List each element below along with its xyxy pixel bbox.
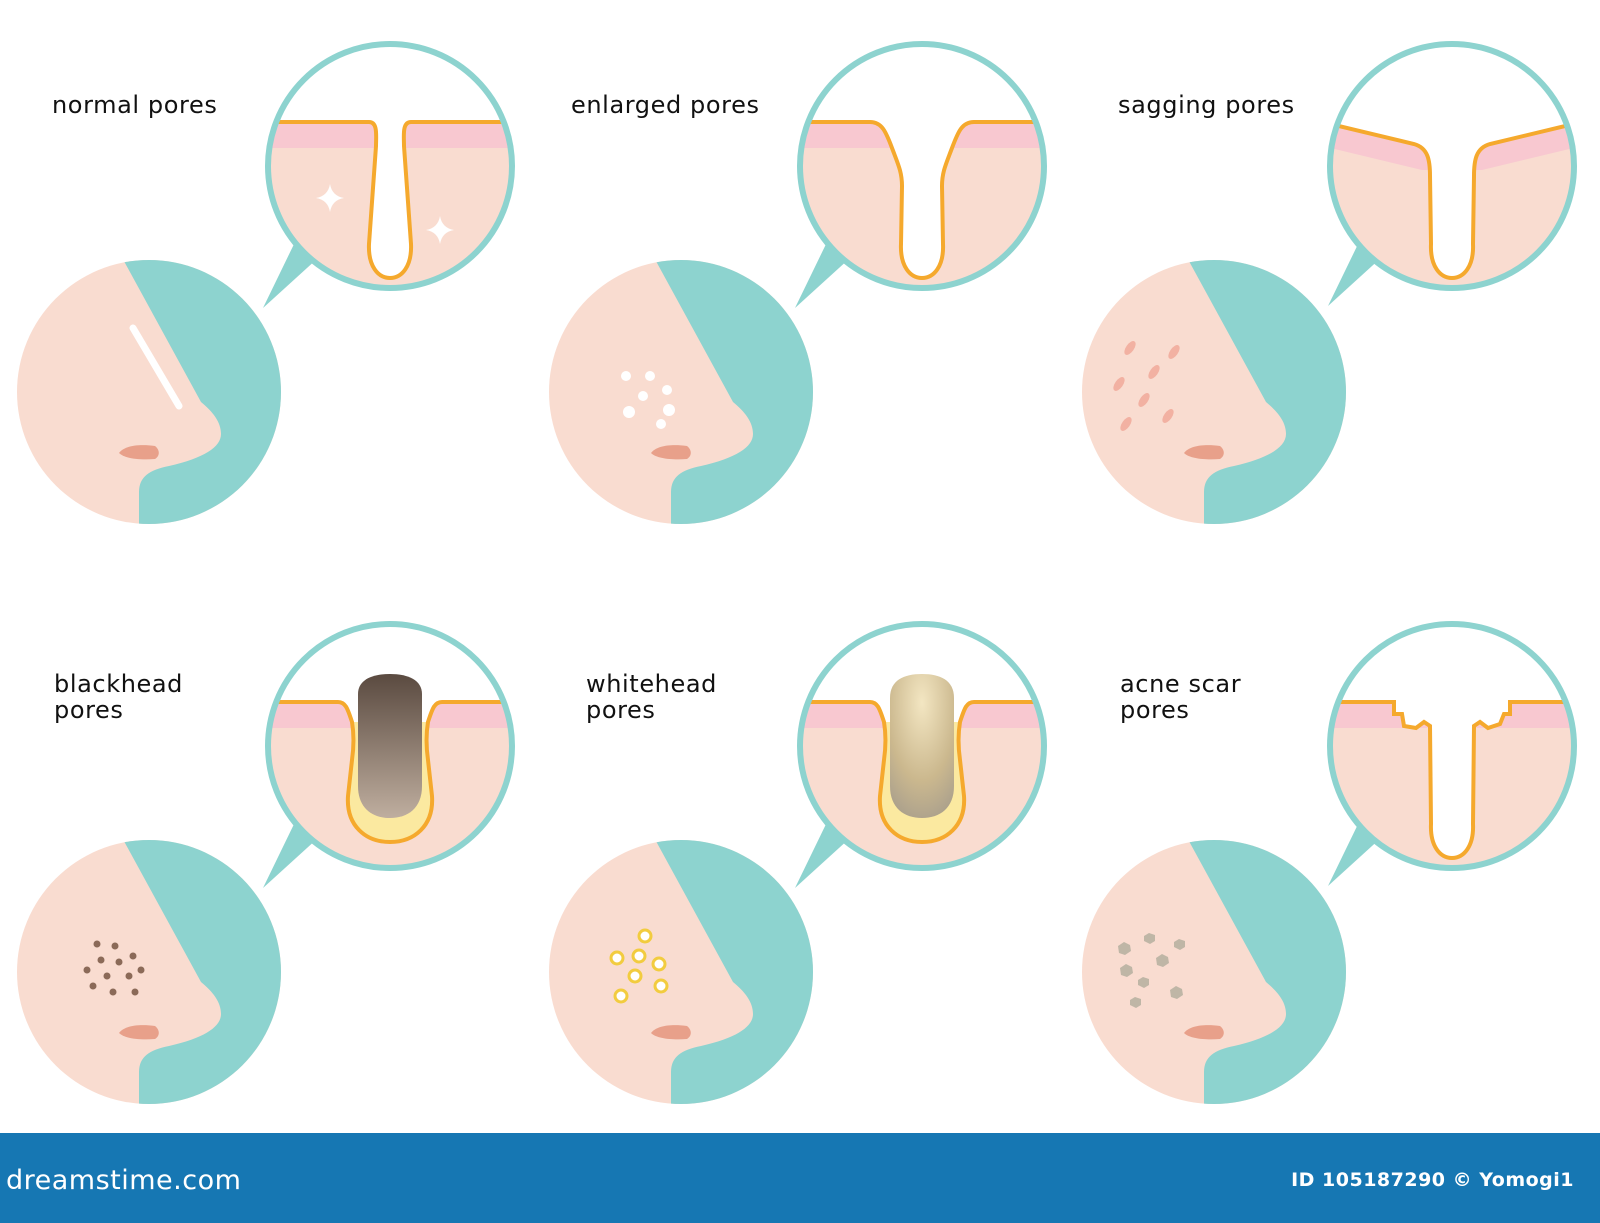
pore-types-diagram: normal pores enlarged pores sagging pore… [17, 41, 1577, 1104]
face-circle-acne-scar [1082, 840, 1346, 1104]
pore-circle-sagging [1327, 41, 1577, 291]
sparkle-icon [316, 184, 344, 212]
callout-tail-whitehead [795, 820, 850, 888]
image-credit: ID 105187290 © Yomogi1 [1291, 1169, 1574, 1191]
panel-enlarged [549, 41, 1047, 524]
face-circle-normal [17, 260, 281, 524]
panel-sagging [1082, 41, 1577, 524]
brand-watermark: dreamstime.com [6, 1165, 242, 1196]
pore-circle-enlarged [797, 41, 1047, 291]
illustrations [17, 41, 1577, 1104]
panel-normal [17, 41, 515, 524]
callout-tail-enlarged [795, 240, 850, 308]
label-blackhead-pores: blackhead pores [54, 670, 184, 724]
face-circle-whitehead [549, 840, 813, 1104]
label-enlarged-pores: enlarged pores [571, 91, 760, 119]
sparkle-icon [426, 216, 454, 244]
pore-circle-blackhead [265, 621, 515, 871]
face-circle-sagging [1082, 260, 1346, 524]
callout-tail-blackhead [263, 820, 318, 888]
callout-tail-normal [263, 240, 318, 308]
pore-circle-normal [265, 41, 515, 291]
panel-acne-scar [1082, 621, 1577, 1104]
label-sagging-pores: sagging pores [1118, 91, 1295, 119]
label-whitehead-pores: whitehead pores [586, 670, 718, 724]
label-acne-scar-pores: acne scar pores [1120, 670, 1242, 724]
pore-circle-whitehead [797, 621, 1047, 871]
panel-blackhead [17, 621, 515, 1104]
face-circle-blackhead [17, 840, 281, 1104]
label-normal-pores: normal pores [52, 91, 218, 119]
panel-whitehead [549, 621, 1047, 1104]
footer-bar: dreamstime.com ID 105187290 © Yomogi1 [0, 1133, 1600, 1223]
pore-circle-acne-scar [1327, 621, 1577, 871]
face-circle-enlarged [549, 260, 813, 524]
